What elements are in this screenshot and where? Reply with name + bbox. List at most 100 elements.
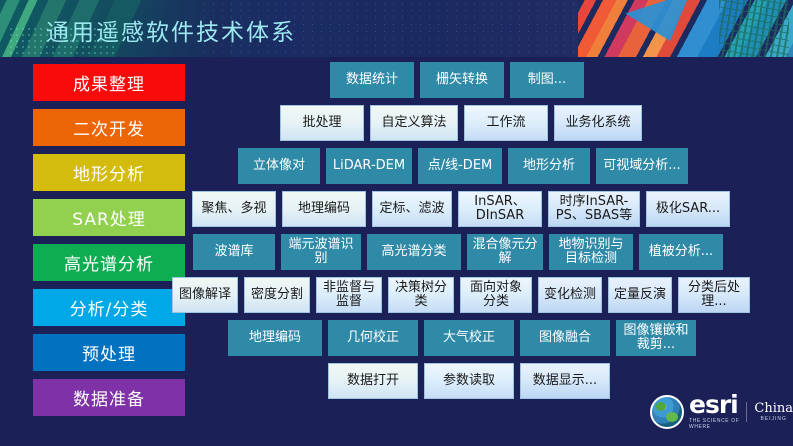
- capability-box[interactable]: 决策树分类: [388, 277, 454, 313]
- sidebar-item-3[interactable]: 地形分析: [33, 154, 185, 191]
- capability-box[interactable]: 定量反演: [608, 277, 672, 313]
- capability-label: 地物识别与目标检测: [558, 237, 624, 266]
- capability-label: 数据打开: [346, 373, 399, 389]
- capability-label: 数据统计: [345, 72, 398, 88]
- matrix-row: 波谱库 端元波谱识别 高光谱分类 混合像元分解地物识别与目标检测植被分析...: [0, 234, 793, 270]
- capability-box[interactable]: 参数读取: [424, 363, 514, 399]
- sidebar-item-6[interactable]: 分析/分类: [33, 289, 185, 326]
- logo-region: China BEIJING: [746, 402, 793, 422]
- capability-box[interactable]: 自定义算法: [370, 105, 458, 141]
- capability-box[interactable]: 面向对象分类: [460, 277, 532, 313]
- esri-logo: esri THE SCIENCE OF WHERE China BEIJING: [650, 390, 793, 430]
- capability-box[interactable]: 数据统计: [330, 62, 414, 98]
- capability-box[interactable]: 图像镶嵌和裁剪...: [616, 320, 696, 356]
- capability-label: 栅矢转换: [435, 72, 488, 88]
- sidebar-item-label: 成果整理: [73, 75, 145, 95]
- region-name: China: [754, 401, 793, 416]
- capability-box[interactable]: 地理编码: [228, 320, 322, 356]
- capability-label: 变化检测: [543, 287, 596, 303]
- brand-name: esri: [689, 390, 739, 419]
- capability-label: 地形分析: [522, 158, 575, 174]
- capability-box[interactable]: 时序InSAR-PS、SBAS等: [548, 191, 640, 227]
- capability-box[interactable]: 批处理: [280, 105, 364, 141]
- capability-box[interactable]: InSAR、DInSAR: [458, 191, 542, 227]
- category-sidebar: 成果整理二次开发地形分析 SAR处理高光谱分析分析/分类预处理数据准备: [33, 64, 185, 424]
- sidebar-item-7[interactable]: 预处理: [33, 334, 185, 371]
- sidebar-item-2[interactable]: 二次开发: [33, 109, 185, 146]
- matrix-row: 数据打开 参数读取 数据显示...: [0, 363, 793, 399]
- capability-label: 几何校正: [346, 330, 399, 346]
- capability-box[interactable]: 工作流: [464, 105, 548, 141]
- globe-icon: [650, 395, 684, 429]
- matrix-row: 图像解译密度分割 非监督与监督决策树分类面向对象分类变化检测 定量反演 分类后处理..…: [0, 277, 793, 313]
- capability-box[interactable]: 数据打开: [328, 363, 418, 399]
- capability-box[interactable]: 密度分割: [244, 277, 310, 313]
- sidebar-item-label: SAR处理: [72, 210, 146, 230]
- capability-box[interactable]: 定标、滤波: [372, 191, 452, 227]
- capability-label: 密度分割: [250, 287, 303, 303]
- capability-label: 地理编码: [297, 201, 350, 217]
- capability-box[interactable]: 几何校正: [328, 320, 418, 356]
- banner-right-graphic: [578, 0, 793, 57]
- capability-box[interactable]: 可视域分析...: [596, 148, 688, 184]
- capability-label: 图像镶嵌和裁剪...: [623, 323, 689, 352]
- capability-box[interactable]: 混合像元分解: [467, 234, 543, 270]
- capability-box[interactable]: 地理编码: [282, 191, 366, 227]
- city-name: BEIJING: [760, 416, 787, 422]
- capability-matrix: 数据统计 栅矢转换 制图... 批处理 自定义算法 工作流 业务化系统立体像对 LiDAR-D…: [0, 62, 793, 406]
- capability-label: 非监督与监督: [322, 280, 375, 309]
- capability-box[interactable]: 波谱库: [193, 234, 275, 270]
- capability-box[interactable]: 端元波谱识别: [281, 234, 361, 270]
- capability-label: 高光谱分类: [381, 244, 447, 260]
- capability-label: 定量反演: [613, 287, 666, 303]
- capability-box[interactable]: 地形分析: [508, 148, 590, 184]
- capability-box[interactable]: 植被分析...: [639, 234, 723, 270]
- capability-box[interactable]: 数据显示...: [520, 363, 610, 399]
- capability-box[interactable]: LiDAR-DEM: [326, 148, 412, 184]
- capability-box[interactable]: 立体像对: [238, 148, 320, 184]
- capability-box[interactable]: 大气校正: [424, 320, 514, 356]
- capability-label: 数据显示...: [532, 373, 598, 389]
- sidebar-item-5[interactable]: 高光谱分析: [33, 244, 185, 281]
- capability-label: 聚焦、多视: [201, 201, 267, 217]
- capability-label: 波谱库: [214, 244, 254, 260]
- matrix-row: 数据统计 栅矢转换 制图...: [0, 62, 793, 98]
- capability-box[interactable]: 聚焦、多视: [192, 191, 276, 227]
- capability-box[interactable]: 变化检测: [538, 277, 602, 313]
- capability-label: 定标、滤波: [379, 201, 445, 217]
- capability-label: 批处理: [302, 115, 342, 131]
- sidebar-item-label: 预处理: [82, 345, 136, 365]
- capability-label: LiDAR-DEM: [332, 158, 406, 174]
- matrix-row: 立体像对 LiDAR-DEM 点/线-DEM 地形分析 可视域分析...: [0, 148, 793, 184]
- capability-label: 决策树分类: [394, 280, 447, 309]
- capability-box[interactable]: 地物识别与目标检测: [549, 234, 633, 270]
- capability-label: InSAR、DInSAR: [474, 194, 526, 223]
- matrix-row: 批处理 自定义算法 工作流 业务化系统: [0, 105, 793, 141]
- capability-box[interactable]: 制图...: [510, 62, 584, 98]
- capability-box[interactable]: 高光谱分类: [367, 234, 461, 270]
- capability-label: 制图...: [527, 72, 567, 88]
- sidebar-item-label: 地形分析: [73, 165, 145, 185]
- brand-tagline: THE SCIENCE OF WHERE: [689, 418, 740, 430]
- sidebar-item-1[interactable]: 成果整理: [33, 64, 185, 101]
- capability-box[interactable]: 点/线-DEM: [418, 148, 502, 184]
- capability-box[interactable]: 栅矢转换: [420, 62, 504, 98]
- capability-box[interactable]: 业务化系统: [554, 105, 642, 141]
- capability-label: 业务化系统: [565, 115, 631, 131]
- capability-box[interactable]: 图像融合: [520, 320, 610, 356]
- sidebar-item-8[interactable]: 数据准备: [33, 379, 185, 416]
- title-banner: 通用遥感软件技术体系: [0, 0, 793, 57]
- capability-label: 点/线-DEM: [427, 158, 493, 174]
- sidebar-item-label: 数据准备: [73, 390, 145, 410]
- capability-box[interactable]: 分类后处理...: [678, 277, 750, 313]
- matrix-row: 地理编码 几何校正 大气校正图像融合图像镶嵌和裁剪...: [0, 320, 793, 356]
- capability-box[interactable]: 图像解译: [172, 277, 238, 313]
- capability-label: 分类后处理...: [687, 280, 740, 309]
- capability-box[interactable]: 非监督与监督: [316, 277, 382, 313]
- capability-box[interactable]: 极化SAR...: [646, 191, 730, 227]
- capability-label: 自定义算法: [381, 115, 447, 131]
- sidebar-item-4[interactable]: SAR处理: [33, 199, 185, 236]
- sidebar-item-label: 高光谱分析: [64, 255, 154, 275]
- capability-label: 参数读取: [442, 373, 495, 389]
